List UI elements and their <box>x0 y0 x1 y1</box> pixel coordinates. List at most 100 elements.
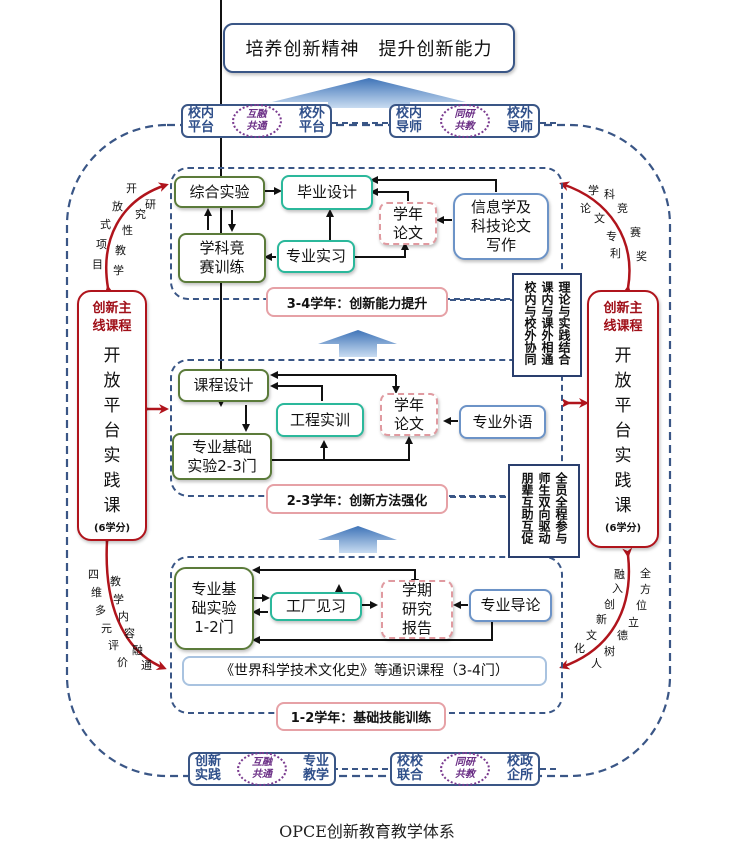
tag-right-text: 校政 企所 <box>506 754 533 783</box>
arc-label-char: 维 <box>91 586 102 599</box>
main-course-title: 开 放 平 台 实 践 课 <box>615 344 632 519</box>
arc-label-char: 文 <box>594 212 605 225</box>
title-char: 平 <box>614 396 632 416</box>
node-competition-training: 学科竞 赛训练 <box>178 233 266 283</box>
arc-label-char: 多 <box>95 604 106 617</box>
arc-label-char: 学 <box>588 184 599 197</box>
oval-line-2: 共教 <box>455 769 475 780</box>
stage-2-label: 2-3学年：创新方法强化 <box>266 484 448 514</box>
principle-text: 全员全程参与 <box>554 472 568 544</box>
node-graduation-design: 毕业设计 <box>281 175 373 210</box>
arc-label-char: 通 <box>141 659 152 672</box>
arc-label-char: 入 <box>612 582 623 595</box>
arc-label-char: 立 <box>628 616 639 629</box>
arc-label-char: 赛 <box>630 226 641 239</box>
arc-label-char: 目 <box>92 258 103 271</box>
oval-line-1: 互融 <box>252 757 272 768</box>
arc-label-char: 新 <box>596 613 607 626</box>
arc-label-char: 竞 <box>617 202 628 215</box>
goal-box: 培养创新精神 提升创新能力 <box>223 23 515 73</box>
tag-left-text: 创新 实践 <box>195 754 222 783</box>
principle-text: 朋辈互助互促 <box>520 472 534 544</box>
tag-oval: 同研共教 <box>440 752 490 786</box>
arc-label-char: 内 <box>118 610 129 623</box>
tag-mentor: 校内 导师 同研共教 校外 导师 <box>389 104 540 138</box>
main-course-right: 创新主 线课程 开 放 平 台 实 践 课 (6学分) <box>587 290 659 548</box>
main-course-credits: (6学分) <box>93 523 131 534</box>
arc-label-char: 学 <box>113 593 124 606</box>
arc-label-char: 项 <box>96 238 107 251</box>
arc-label-char: 究 <box>135 208 146 221</box>
arc-label-char: 人 <box>591 657 602 670</box>
arc-label-char: 文 <box>586 629 597 642</box>
arc-label-char: 元 <box>101 622 112 635</box>
title-char: 践 <box>614 471 632 491</box>
title-char: 课 <box>103 496 121 516</box>
tag-practice-teaching: 创新 实践 互融共通 专业 教学 <box>188 752 336 786</box>
title-char: 课 <box>614 496 632 516</box>
arc-label-char: 位 <box>636 599 647 612</box>
title-char: 平 <box>103 396 121 416</box>
arc-label-char: 全 <box>640 567 651 580</box>
oval-line-1: 同研 <box>454 109 475 120</box>
oval-line-2: 共教 <box>454 121 475 132</box>
principles-box-lower: 全员全程参与 师生双向驱动 朋辈互助互促 <box>508 464 580 558</box>
arc-label-char: 性 <box>122 224 133 237</box>
arc-label-char: 教 <box>110 575 121 588</box>
arc-label-char: 奖 <box>636 250 647 263</box>
title-char: 实 <box>614 446 632 466</box>
node-professional-internship: 专业实习 <box>277 240 355 273</box>
node-factory-visit: 工厂见习 <box>270 592 362 621</box>
principle-text: 校内与校外协同 <box>523 281 537 365</box>
tag-oval: 同研共教 <box>439 104 490 138</box>
arc-label-char: 方 <box>640 583 651 596</box>
main-course-credits: (6学分) <box>604 523 642 534</box>
title-char: 台 <box>614 421 632 441</box>
principle-text: 师生双向驱动 <box>537 472 551 544</box>
main-course-header: 创新主 线课程 <box>92 301 132 334</box>
tag-oval: 互融共通 <box>237 752 287 786</box>
arc-label-char: 利 <box>610 247 621 260</box>
arc-label-char: 式 <box>100 218 111 231</box>
oval-line-2: 共通 <box>252 769 272 780</box>
node-semester-report: 学期 研究 报告 <box>381 580 453 639</box>
arc-label-char: 容 <box>124 627 135 640</box>
arc-label-char: 论 <box>580 202 591 215</box>
title-char: 放 <box>614 371 632 391</box>
principle-text: 理论与实践结合 <box>557 281 571 365</box>
tag-right-text: 校外 导师 <box>506 106 533 135</box>
stage-up-arrow-lower <box>318 526 397 553</box>
arc-label-char: 四 <box>88 568 99 581</box>
tag-right-text: 校外 平台 <box>298 106 325 135</box>
tag-left-text: 校内 平台 <box>188 106 215 135</box>
node-basic-experiment-1: 专业基 础实验 1-2门 <box>174 567 254 650</box>
title-char: 台 <box>103 421 121 441</box>
node-comprehensive-experiment: 综合实验 <box>174 176 265 208</box>
title-char: 开 <box>614 346 632 366</box>
arc-label-char: 教 <box>115 244 126 257</box>
stage-up-arrow-upper <box>318 330 397 357</box>
general-courses: 《世界科学技术文化史》等通识课程（3-4门） <box>182 656 547 686</box>
title-char: 践 <box>103 471 121 491</box>
node-info-writing: 信息学及 科技论文 写作 <box>453 193 549 260</box>
arc-label-char: 价 <box>117 656 128 669</box>
stage-1-label: 1-2学年：基础技能训练 <box>276 702 446 731</box>
arc-label-char: 评 <box>108 639 119 652</box>
node-foreign-language: 专业外语 <box>459 405 546 439</box>
arc-label-char: 融 <box>614 568 625 581</box>
arc-label-char: 化 <box>574 642 585 655</box>
tag-left-text: 校内 导师 <box>396 106 423 135</box>
arc-label-char: 专 <box>606 230 617 243</box>
oval-line-2: 共通 <box>246 121 267 132</box>
arc-label-char: 德 <box>617 629 628 642</box>
stage-3-label: 3-4学年：创新能力提升 <box>266 287 448 317</box>
arc-label-char: 研 <box>145 198 156 211</box>
arc-label-char: 树 <box>604 645 615 658</box>
arc-label-char: 融 <box>132 644 143 657</box>
node-intro-course: 专业导论 <box>469 589 552 622</box>
title-char: 放 <box>103 371 121 391</box>
principle-text: 课内与课外相通 <box>540 281 554 365</box>
tag-left-text: 校校 联合 <box>397 754 424 783</box>
arc-label-char: 学 <box>113 264 124 277</box>
oval-line-1: 同研 <box>455 757 475 768</box>
